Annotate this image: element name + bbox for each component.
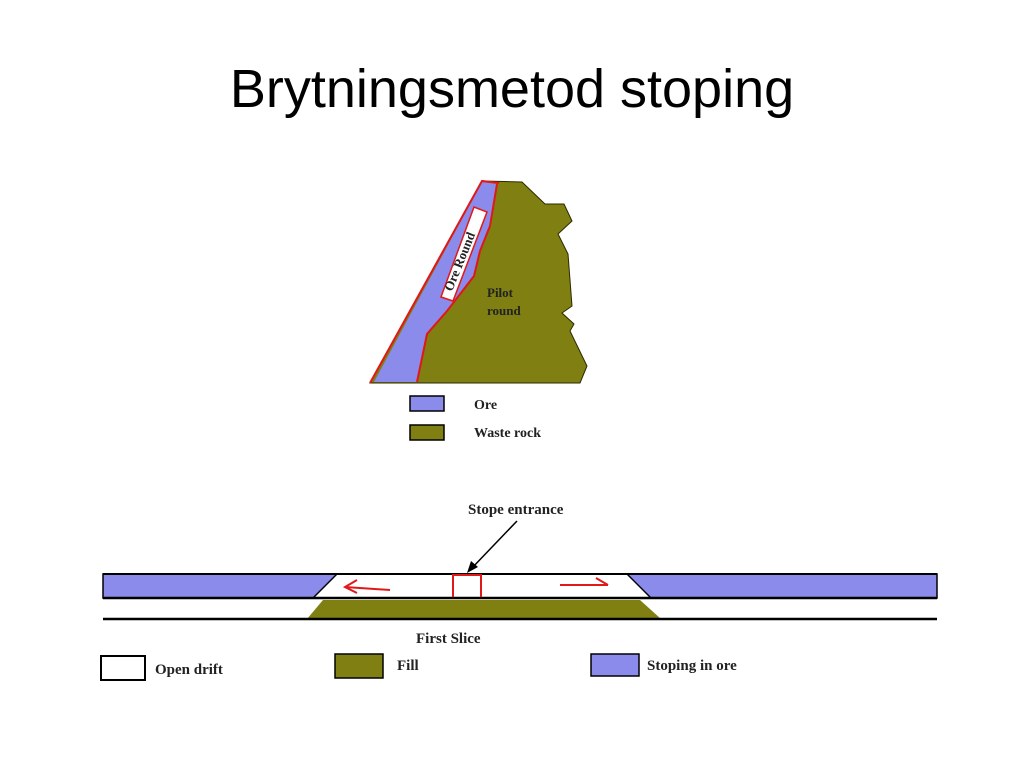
legend-label-ore: Ore [474, 398, 497, 413]
pilot-round-label: Pilot round [487, 285, 521, 318]
stope-entrance-marker [452, 574, 482, 597]
legend-swatch-stoping-in-ore [590, 653, 640, 677]
plan-view-svg: Stope entrance First Slice Open drift Fi… [100, 502, 938, 681]
section-legend: Ore Waste rock [409, 395, 541, 441]
ore-round-area [440, 206, 488, 302]
stope-entrance-label: Stope entrance [468, 502, 564, 518]
open-drift-right-edge [626, 573, 652, 599]
legend-swatch-open-drift [100, 655, 146, 681]
slide-title: Brytningsmetod stoping [229, 59, 795, 119]
arrow-right-head [595, 577, 609, 586]
legend-label-open-drift: Open drift [155, 662, 223, 678]
hanging-wall-contact [369, 179, 500, 384]
legend-swatch-waste-rock [409, 424, 445, 441]
fill-area [307, 600, 661, 619]
plan-view-figure: Stope entrance First Slice Open drift Fi… [95, 493, 945, 698]
arrow-left-head [342, 579, 358, 594]
arrow-left-shaft [344, 586, 391, 591]
legend-swatch-fill [334, 653, 384, 679]
legend-label-fill: Fill [397, 658, 419, 674]
open-drift-left-edge [312, 573, 338, 599]
slice-label: First Slice [416, 631, 481, 647]
legend-label-waste-rock: Waste rock [474, 426, 541, 441]
pilot-round-label-line: round [487, 303, 521, 318]
legend-swatch-ore [409, 395, 445, 412]
stope-entrance-pointer [470, 520, 518, 570]
stope-entrance-pointer-head [467, 561, 478, 573]
plan-legend: Open drift Fill Stoping in ore [100, 653, 737, 681]
pilot-round-label-line: Pilot [487, 285, 514, 300]
footwall-contact [416, 183, 498, 383]
legend-label-stoping-in-ore: Stoping in ore [647, 658, 737, 674]
